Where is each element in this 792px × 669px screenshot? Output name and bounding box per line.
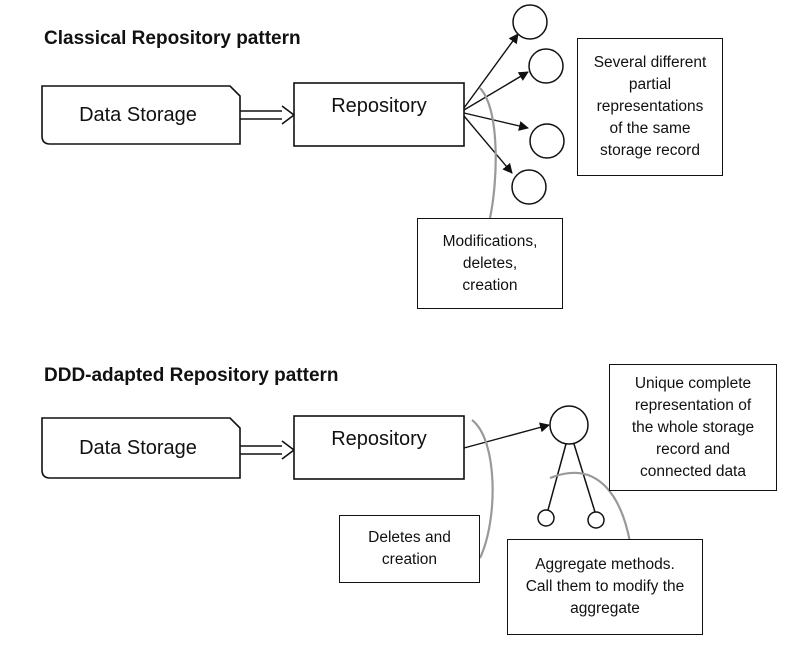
unique-representation-note: Unique complete representation of the wh… — [609, 364, 777, 491]
partial-representation-circle — [528, 48, 564, 84]
modifications-note: Modifications, deletes, creation — [417, 218, 563, 309]
classical-section-title: Classical Repository pattern — [44, 28, 301, 49]
data-storage-label-classical: Data Storage — [79, 104, 197, 126]
callout-curve-deletes — [471, 419, 494, 559]
partial-representation-circle — [511, 169, 547, 205]
partial-representations-note: Several different partial representation… — [577, 38, 723, 176]
repository-label-ddd: Repository — [331, 428, 427, 450]
data-storage-label-ddd: Data Storage — [79, 437, 197, 459]
repository-box-ddd — [293, 415, 465, 480]
data-storage-shape-ddd — [41, 417, 241, 479]
aggregate-methods-note: Aggregate methods. Call them to modify t… — [507, 539, 703, 635]
deletes-creation-note: Deletes and creation — [339, 515, 480, 583]
partial-arrows — [463, 33, 529, 174]
repository-label-classical: Repository — [331, 95, 427, 117]
data-storage-shape-classical — [41, 85, 241, 145]
repository-box-classical — [293, 82, 465, 147]
aggregate-arrow — [463, 422, 550, 449]
ddd-section-title: DDD-adapted Repository pattern — [44, 365, 339, 386]
callout-curve-aggregate — [549, 471, 632, 543]
double-arrow-ddd — [240, 440, 296, 460]
aggregate-root-circle — [549, 405, 589, 445]
partial-representation-circle — [529, 123, 565, 159]
aggregate-tree — [537, 405, 605, 529]
aggregate-child-circle — [537, 509, 555, 527]
aggregate-child-circle — [587, 511, 605, 529]
double-arrow-classical — [240, 105, 296, 125]
partial-representation-circle — [512, 4, 548, 40]
callout-curve-modifications — [479, 87, 497, 219]
